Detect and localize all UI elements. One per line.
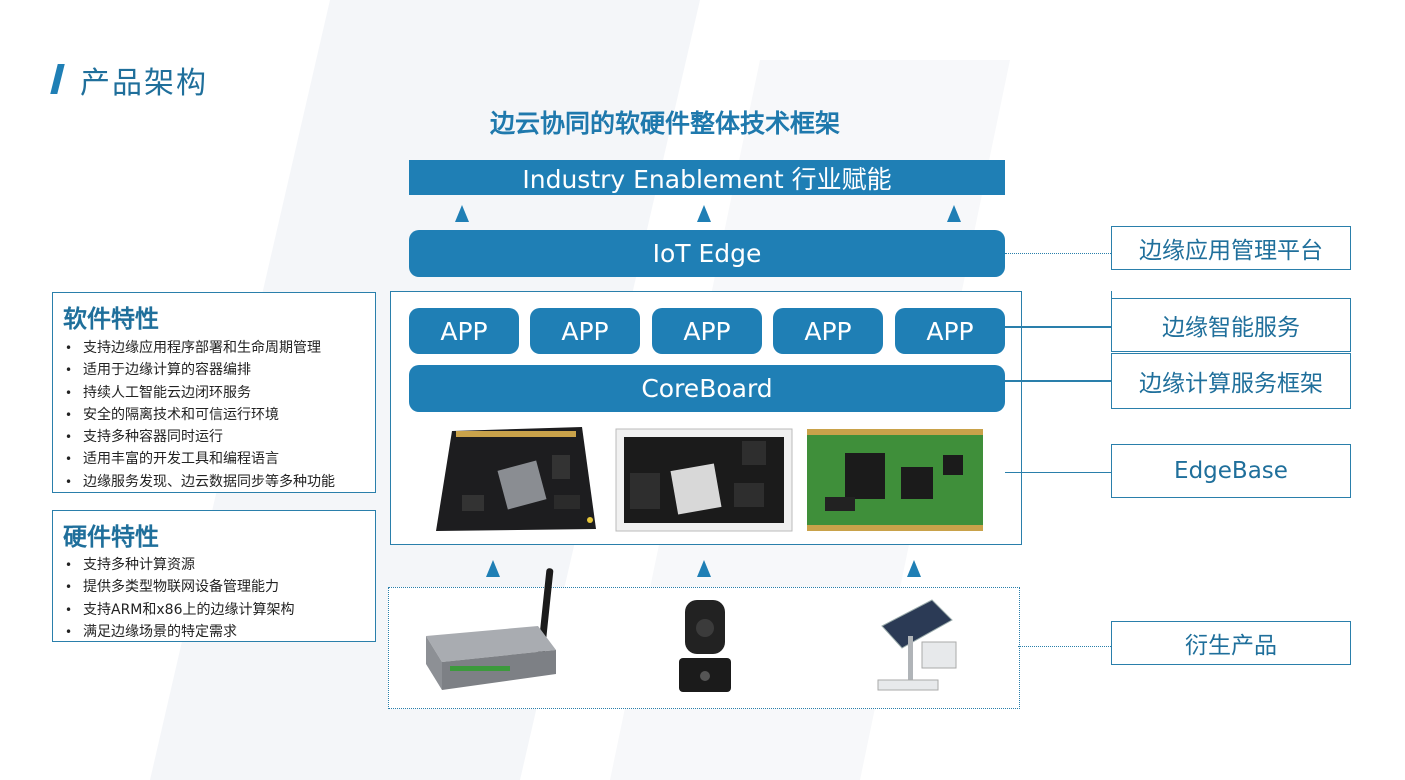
connector-line	[1018, 646, 1111, 647]
software-features-list: 支持边缘应用程序部署和生命周期管理 适用于边缘计算的容器编排 持续人工智能云边闭…	[61, 337, 335, 493]
app-label: APP	[440, 316, 488, 346]
hardware-features-list: 支持多种计算资源 提供多类型物联网设备管理能力 支持ARM和x86上的边缘计算架…	[61, 554, 294, 643]
coreboard-label: CoreBoard	[641, 374, 773, 403]
arrow-up-icon	[907, 560, 921, 577]
coreboard-green-pcb-icon	[807, 429, 983, 531]
list-item: 支持边缘应用程序部署和生命周期管理	[61, 337, 335, 360]
app-block: APP	[530, 308, 640, 354]
software-features-box: 软件特性 支持边缘应用程序部署和生命周期管理 适用于边缘计算的容器编排 持续人工…	[52, 292, 376, 493]
app-label: APP	[561, 316, 609, 346]
iot-edge-band: IoT Edge	[409, 230, 1005, 277]
derived-products-label-box: 衍生产品	[1111, 621, 1351, 665]
edge-ai-service-label-box: 边缘智能服务	[1111, 298, 1351, 352]
page-title: 产品架构	[80, 66, 208, 101]
iot-edge-label: IoT Edge	[652, 239, 762, 268]
solar-sensor-station-icon	[877, 599, 957, 691]
edge-compute-framework-label: 边缘计算服务框架	[1139, 371, 1323, 397]
arrow-up-icon	[455, 205, 469, 222]
list-item: 支持多种计算资源	[61, 554, 294, 577]
gateway-device-icon	[426, 568, 556, 690]
edgebase-label-box: EdgeBase	[1111, 444, 1351, 498]
coreboard-white-module-icon	[615, 428, 793, 532]
ptz-camera-icon	[679, 600, 731, 692]
app-label: APP	[926, 316, 974, 346]
list-item: 边缘服务发现、边云数据同步等多种功能	[61, 471, 335, 494]
connector-line	[1005, 253, 1111, 254]
connector-line	[1005, 326, 1111, 328]
list-item: 安全的隔离技术和可信运行环境	[61, 404, 335, 427]
diagram-title: 边云协同的软硬件整体技术框架	[489, 109, 840, 138]
edge-app-management-label: 边缘应用管理平台	[1139, 238, 1323, 264]
connector-line	[1005, 380, 1111, 382]
coreboard-band: CoreBoard	[409, 365, 1005, 412]
list-item: 支持多种容器同时运行	[61, 426, 335, 449]
edge-compute-framework-label-box: 边缘计算服务框架	[1111, 353, 1351, 409]
hardware-features-title: 硬件特性	[63, 523, 159, 551]
title-accent-bar	[50, 64, 65, 94]
app-label: APP	[683, 316, 731, 346]
connector-line	[1005, 472, 1111, 473]
hardware-features-box: 硬件特性 支持多种计算资源 提供多类型物联网设备管理能力 支持ARM和x86上的…	[52, 510, 376, 643]
industry-enablement-label: Industry Enablement 行业赋能	[522, 164, 892, 194]
edge-ai-service-label: 边缘智能服务	[1162, 315, 1300, 341]
app-block: APP	[895, 308, 1005, 354]
app-block: APP	[773, 308, 883, 354]
list-item: 适用丰富的开发工具和编程语言	[61, 448, 335, 471]
software-features-title: 软件特性	[63, 305, 159, 333]
list-item: 满足边缘场景的特定需求	[61, 621, 294, 644]
arrow-up-icon	[697, 560, 711, 577]
coreboard-black-pcb-icon	[436, 427, 596, 531]
edgebase-label: EdgeBase	[1174, 458, 1288, 484]
list-item: 适用于边缘计算的容器编排	[61, 359, 335, 382]
list-item: 持续人工智能云边闭环服务	[61, 382, 335, 405]
list-item: 支持ARM和x86上的边缘计算架构	[61, 599, 294, 622]
arrow-up-icon	[947, 205, 961, 222]
connector-line	[1111, 291, 1112, 298]
arrow-up-icon	[486, 560, 500, 577]
app-label: APP	[804, 316, 852, 346]
list-item: 提供多类型物联网设备管理能力	[61, 576, 294, 599]
derived-products-label: 衍生产品	[1185, 633, 1277, 659]
app-block: APP	[409, 308, 519, 354]
app-block: APP	[652, 308, 762, 354]
industry-enablement-band: Industry Enablement 行业赋能	[409, 160, 1005, 195]
arrow-up-icon	[697, 205, 711, 222]
edge-app-management-label-box: 边缘应用管理平台	[1111, 226, 1351, 270]
